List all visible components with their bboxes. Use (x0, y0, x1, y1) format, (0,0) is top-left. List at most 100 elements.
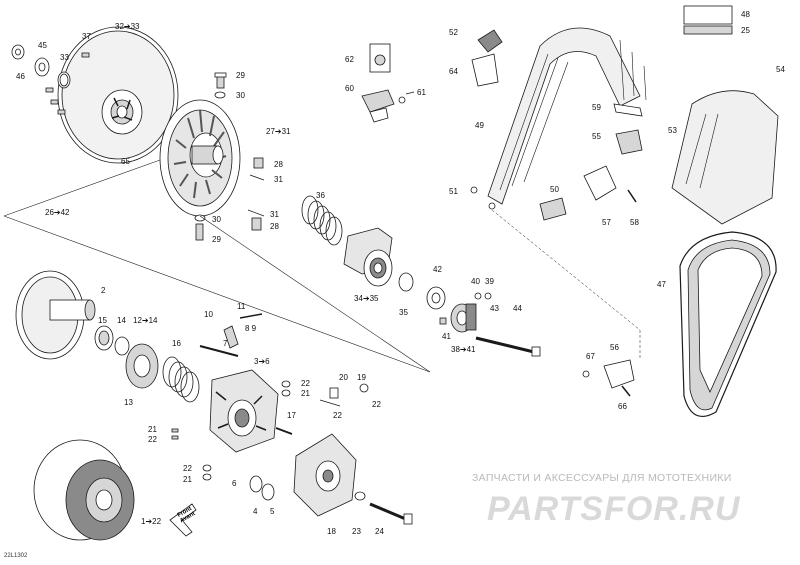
bracket-56 (603, 359, 635, 389)
callout-50: 50 (550, 185, 559, 194)
callout-13: 13 (124, 398, 133, 407)
roller-28a (253, 157, 264, 169)
pin-10 (199, 345, 239, 357)
callout-39: 39 (485, 277, 494, 286)
callout-56: 56 (610, 343, 619, 352)
callout-16: 16 (172, 339, 181, 348)
callout-42: 42 (433, 265, 442, 274)
callout-12-14: 12➔14 (133, 316, 158, 325)
callout-31a: 31 (274, 175, 283, 184)
drive-belt-47 (679, 231, 777, 417)
bracket-59 (613, 103, 643, 117)
belt-guard-49 (487, 27, 647, 205)
callout-30a: 30 (236, 91, 245, 100)
plate-43 (450, 303, 477, 333)
callout-41: 41 (442, 332, 451, 341)
pins-8-9-11 (239, 313, 263, 319)
cam-12 (125, 343, 159, 389)
callout-54: 54 (776, 65, 785, 74)
callout-34-35: 34➔35 (354, 294, 379, 303)
callout-3-6: 3➔6 (254, 357, 270, 366)
drive-pulley-fixed-sheave (57, 26, 179, 164)
callout-29b: 29 (212, 235, 221, 244)
bolt-29a (214, 72, 227, 89)
callout-38-41: 38➔41 (451, 345, 476, 354)
callout-40: 40 (471, 277, 480, 286)
callout-25: 25 (741, 26, 750, 35)
fasteners-66-67 (582, 370, 631, 397)
callout-23: 23 (352, 527, 361, 536)
callout-31b: 31 (270, 210, 279, 219)
plate-50 (539, 197, 567, 221)
callout-47: 47 (657, 280, 666, 289)
callout-59: 59 (592, 103, 601, 112)
driven-housing-3 (209, 369, 279, 453)
ring-35 (398, 272, 414, 292)
spring-16 (162, 356, 200, 403)
callout-60: 60 (345, 84, 354, 93)
bracket-57 (583, 165, 617, 201)
bracket-52-64 (471, 29, 503, 87)
callout-8-9: 8 9 (245, 324, 257, 333)
bushing-6 (249, 475, 263, 493)
clip-60 (361, 89, 395, 123)
callout-22b: 22 (372, 400, 381, 409)
callout-24: 24 (375, 527, 384, 536)
lever-7 (223, 325, 239, 349)
callout-30b: 30 (212, 215, 221, 224)
washers-39-40 (474, 292, 492, 300)
callout-36: 36 (316, 191, 325, 200)
screw-17 (275, 427, 293, 435)
bolt-24 (369, 502, 413, 525)
callout-27-31: 27➔31 (266, 127, 291, 136)
callout-22d: 22 (148, 435, 157, 444)
callout-44: 44 (513, 304, 522, 313)
guard-side-53 (671, 90, 779, 225)
driven-pulley-assembly-1 (33, 439, 135, 541)
callout-61: 61 (417, 88, 426, 97)
callout-1-22: 1➔22 (141, 517, 162, 526)
guard-leader-lines (491, 209, 641, 360)
screw-58 (627, 189, 637, 203)
ring-33 (57, 71, 71, 89)
callout-62: 62 (345, 55, 354, 64)
callout-22a: 22 (301, 379, 310, 388)
pins-19-20 (319, 383, 369, 407)
bolt-29b (195, 223, 204, 241)
callout-15: 15 (98, 316, 107, 325)
watermark-tagline: ЗАПЧАСТИ И АКСЕССУАРЫ ДЛЯ МОТОТЕХНИКИ (472, 472, 732, 484)
pin-31a (249, 174, 265, 181)
callout-58: 58 (630, 218, 639, 227)
callout-5: 5 (270, 507, 275, 516)
callout-67: 67 (586, 352, 595, 361)
label-62 (369, 43, 391, 73)
bracket-55 (615, 129, 643, 155)
reference-code: 22L1302 (4, 553, 28, 559)
callout-10: 10 (204, 310, 213, 319)
washers-21-22 (171, 380, 291, 481)
callout-6: 6 (232, 479, 237, 488)
callout-19: 19 (357, 373, 366, 382)
callout-43: 43 (490, 304, 499, 313)
screws-37 (45, 52, 90, 115)
drive-pulley-movable-sheave (159, 99, 241, 217)
callout-18: 18 (327, 527, 336, 536)
ring-4-5 (261, 483, 275, 501)
spider-assembly-34 (343, 227, 393, 287)
washer-30b (194, 214, 206, 222)
spring-36 (301, 195, 343, 246)
callout-53: 53 (668, 126, 677, 135)
callout-55: 55 (592, 132, 601, 141)
callout-35: 35 (399, 308, 408, 317)
callout-66: 66 (618, 402, 627, 411)
callout-28b: 28 (270, 222, 279, 231)
callout-29a: 29 (236, 71, 245, 80)
ring-14 (114, 336, 130, 356)
callout-4: 4 (253, 507, 258, 516)
callout-49: 49 (475, 121, 484, 130)
callout-7: 7 (223, 339, 228, 348)
washer-23 (354, 491, 366, 501)
callout-65: 65 (121, 157, 130, 166)
callout-57: 57 (602, 218, 611, 227)
